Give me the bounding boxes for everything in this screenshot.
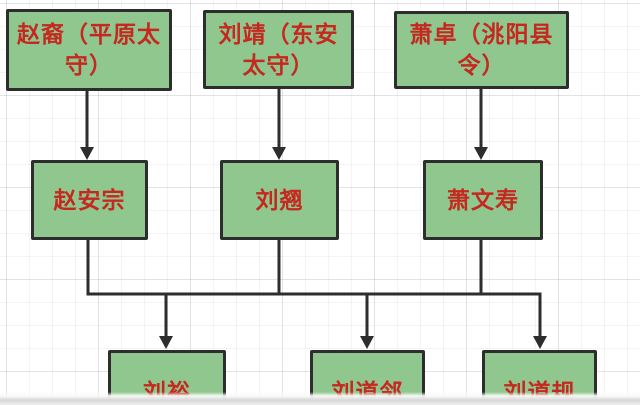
node-label: 赵裔（平原太 守） [17,21,161,78]
node-zhao-anzong: 赵安宗 [31,160,148,240]
arrow-head-icon [80,147,94,160]
arrow-head-icon [159,336,173,349]
arrow-head-icon [272,147,286,160]
node-xiao-zhuo: 萧卓（洮阳县 令） [394,11,569,89]
node-xiao-wenshou: 萧文寿 [423,160,543,240]
node-liu-jing: 刘靖（东安 太守） [203,10,354,89]
node-label: 萧卓（洮阳县 令） [409,21,554,78]
node-label: 萧文寿 [447,186,519,213]
node-label: 刘翘 [255,186,304,213]
node-liu-qiao: 刘翘 [220,160,339,240]
node-zhao-yi: 赵裔（平原太 守） [6,9,172,91]
arrow-head-icon [474,147,488,160]
node-label: 赵安宗 [53,186,126,213]
node-label: 刘靖（东安 太守） [218,20,339,78]
arrow-head-icon [533,336,547,349]
arrow-head-icon [360,336,374,349]
screenshot-bottom-edge [0,392,640,405]
